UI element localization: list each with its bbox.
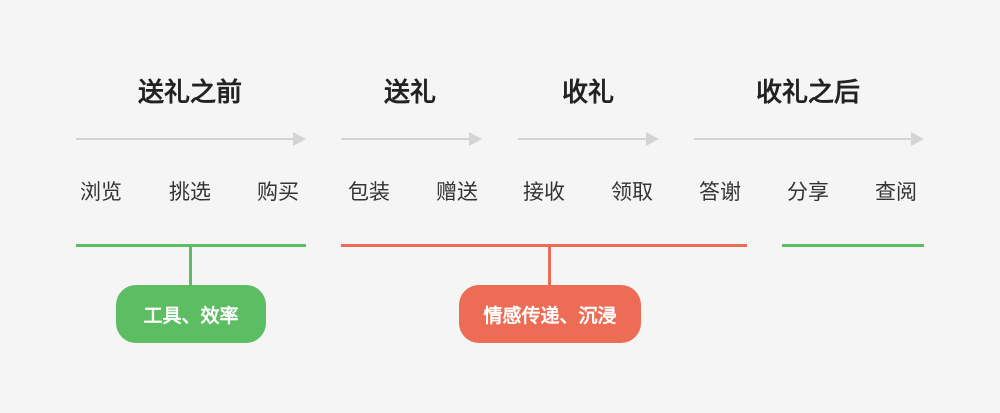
group-label-emotional-immersion: 情感传递、沉浸 bbox=[459, 285, 641, 343]
stage-arrow-after-receiving bbox=[694, 132, 924, 146]
group-label-tools-efficiency: 工具、效率 bbox=[116, 285, 266, 343]
arrow-shaft bbox=[694, 138, 912, 140]
step-claim: 领取 bbox=[611, 180, 653, 204]
group-connector-tools bbox=[189, 246, 192, 286]
arrow-shaft bbox=[76, 138, 294, 140]
step-purchase: 购买 bbox=[257, 180, 299, 204]
step-review: 查阅 bbox=[875, 180, 917, 204]
stage-title-after-receiving: 收礼之后 bbox=[755, 78, 860, 108]
step-thank: 答谢 bbox=[699, 180, 741, 204]
step-receive: 接收 bbox=[523, 180, 565, 204]
step-browse: 浏览 bbox=[80, 180, 122, 204]
stage-arrow-receiving bbox=[518, 132, 659, 146]
step-select: 挑选 bbox=[169, 180, 211, 204]
arrow-shaft bbox=[341, 138, 470, 140]
stage-title-before-gifting: 送礼之前 bbox=[137, 78, 242, 108]
group-line-emotion bbox=[341, 244, 747, 247]
arrow-head-icon bbox=[911, 132, 924, 146]
stage-title-receiving: 收礼 bbox=[561, 78, 614, 108]
arrow-head-icon bbox=[469, 132, 482, 146]
stage-arrow-before-gifting bbox=[76, 132, 306, 146]
arrow-head-icon bbox=[293, 132, 306, 146]
stage-title-gifting: 送礼 bbox=[383, 78, 436, 108]
group-line-tools bbox=[76, 244, 306, 247]
step-share: 分享 bbox=[787, 180, 829, 204]
step-wrap: 包装 bbox=[348, 180, 390, 204]
arrow-shaft bbox=[518, 138, 647, 140]
group-connector-emotion bbox=[548, 246, 551, 286]
arrow-head-icon bbox=[646, 132, 659, 146]
stage-arrow-gifting bbox=[341, 132, 482, 146]
step-give: 赠送 bbox=[436, 180, 478, 204]
group-line-tools-after bbox=[782, 244, 924, 247]
